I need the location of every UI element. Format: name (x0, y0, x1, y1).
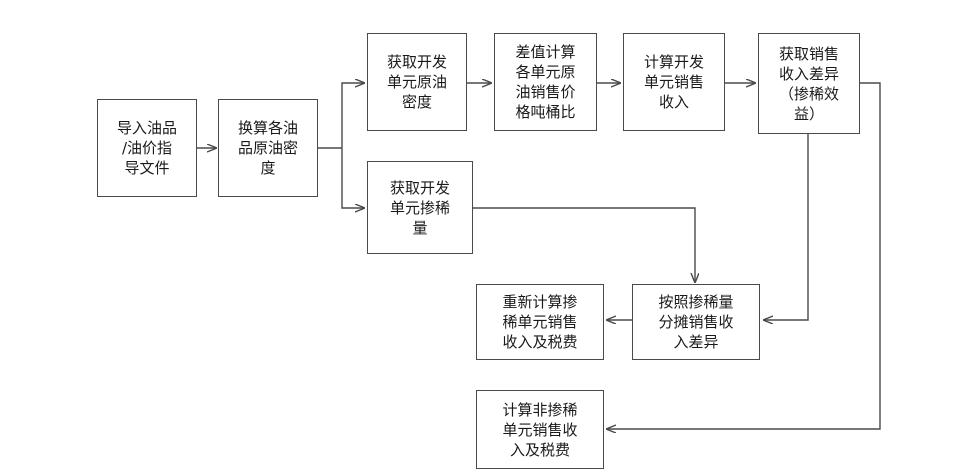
arrow-gap-to-nondilute (607, 82, 881, 429)
node-calc-non-dilute: 计算非掺稀 单元销售收 入及税费 (476, 390, 604, 469)
node-calc-non-dilute-label: 计算非掺稀 单元销售收 入及税费 (502, 400, 578, 459)
node-convert-density: 换算各油 品原油密 度 (218, 99, 318, 197)
arrow-gap-to-allocate (764, 134, 809, 320)
node-diff-calc-label: 差值计算 各单元原 油销售价 格吨桶比 (515, 43, 576, 121)
node-calc-revenue: 计算开发 单元销售 收入 (623, 33, 725, 131)
node-get-density: 获取开发 单元原油 密度 (367, 33, 467, 131)
arrow-split-to-dilution (341, 148, 364, 208)
node-import-files-label: 导入油品 /油价指 导文件 (116, 119, 177, 177)
node-diff-calc: 差值计算 各单元原 油销售价 格吨桶比 (494, 33, 597, 131)
node-get-dilution-label: 获取开发 单元掺稀 量 (389, 178, 450, 237)
node-recalc-dilute: 重新计算掺 稀单元销售 收入及税费 (476, 284, 604, 360)
node-revenue-gap: 获取销售 收入差异 （掺稀效 益） (758, 33, 860, 134)
node-revenue-gap-label: 获取销售 收入差异 （掺稀效 益） (778, 44, 839, 123)
node-calc-revenue-label: 计算开发 单元销售 收入 (643, 53, 704, 111)
node-allocate-gap: 按照掺稀量 分摊销售收 入差异 (632, 284, 760, 360)
node-recalc-dilute-label: 重新计算掺 稀单元销售 收入及税费 (502, 293, 578, 351)
node-get-density-label: 获取开发 单元原油 密度 (386, 53, 447, 111)
node-convert-density-label: 换算各油 品原油密 度 (237, 119, 298, 177)
arrow-split-to-density (341, 83, 364, 148)
arrow-dilution-to-allocate (473, 207, 695, 282)
node-get-dilution: 获取开发 单元掺稀 量 (367, 161, 473, 254)
node-allocate-gap-label: 按照掺稀量 分摊销售收 入差异 (658, 293, 734, 351)
node-import-files: 导入油品 /油价指 导文件 (97, 99, 197, 197)
